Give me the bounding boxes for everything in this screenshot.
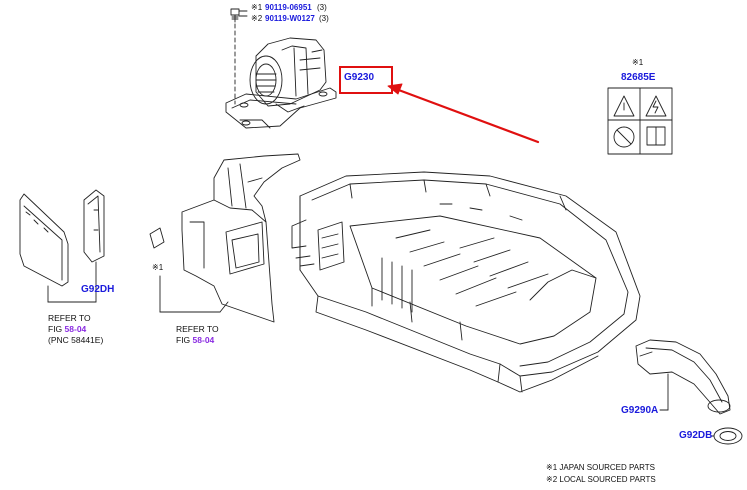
warning-label-drawing xyxy=(607,87,673,155)
bolt-1-mark: ※1 xyxy=(251,3,263,12)
bolt-2-qty: (3) xyxy=(319,14,329,23)
bolt-1-part-number[interactable]: 90119-06951 xyxy=(265,3,312,12)
left-fig-link[interactable]: 58-04 xyxy=(64,324,87,334)
duct-seal-part-label[interactable]: G92DB xyxy=(679,430,713,441)
battery-pack-drawing xyxy=(291,171,641,393)
warning-label-part-label[interactable]: 82685E xyxy=(621,72,656,83)
highlight-arrow xyxy=(387,83,540,144)
left-refer-text: REFER TO xyxy=(48,313,91,323)
left-cover-drawing xyxy=(19,189,105,303)
pad-drawing xyxy=(149,227,165,249)
blower-highlight-box xyxy=(339,66,393,94)
left-fig-ref: FIG 58-04 xyxy=(48,325,86,334)
left-cover-part-label[interactable]: G92DH xyxy=(81,284,115,295)
mid-fig-ref: FIG 58-04 xyxy=(176,336,214,345)
bolt-1-qty: (3) xyxy=(317,3,327,12)
duct-seal-drawing xyxy=(711,427,743,445)
bolt-2-mark: ※2 xyxy=(251,14,263,23)
bolt-drawing xyxy=(230,8,248,105)
footnote-local: ※2 LOCAL SOURCED PARTS xyxy=(546,475,656,484)
blower-part-label[interactable]: G9230 xyxy=(344,72,375,83)
mid-fig-link[interactable]: 58-04 xyxy=(192,335,215,345)
left-pnc-ref: (PNC 58441E) xyxy=(48,335,104,345)
label-mark: ※1 xyxy=(632,58,644,67)
mid-fig-prefix: FIG xyxy=(176,335,191,345)
mid-cover-drawing xyxy=(159,153,301,323)
duct-part-label[interactable]: G9290A xyxy=(621,405,659,416)
footnote-japan: ※1 JAPAN SOURCED PARTS xyxy=(546,463,655,472)
blower-assembly-drawing xyxy=(225,37,337,129)
pad-mark: ※1 xyxy=(152,263,164,272)
left-fig-prefix: FIG xyxy=(48,324,63,334)
bolt-2-part-number[interactable]: 90119-W0127 xyxy=(265,14,315,23)
duct-drawing xyxy=(635,339,731,415)
mid-refer-text: REFER TO xyxy=(176,324,219,334)
